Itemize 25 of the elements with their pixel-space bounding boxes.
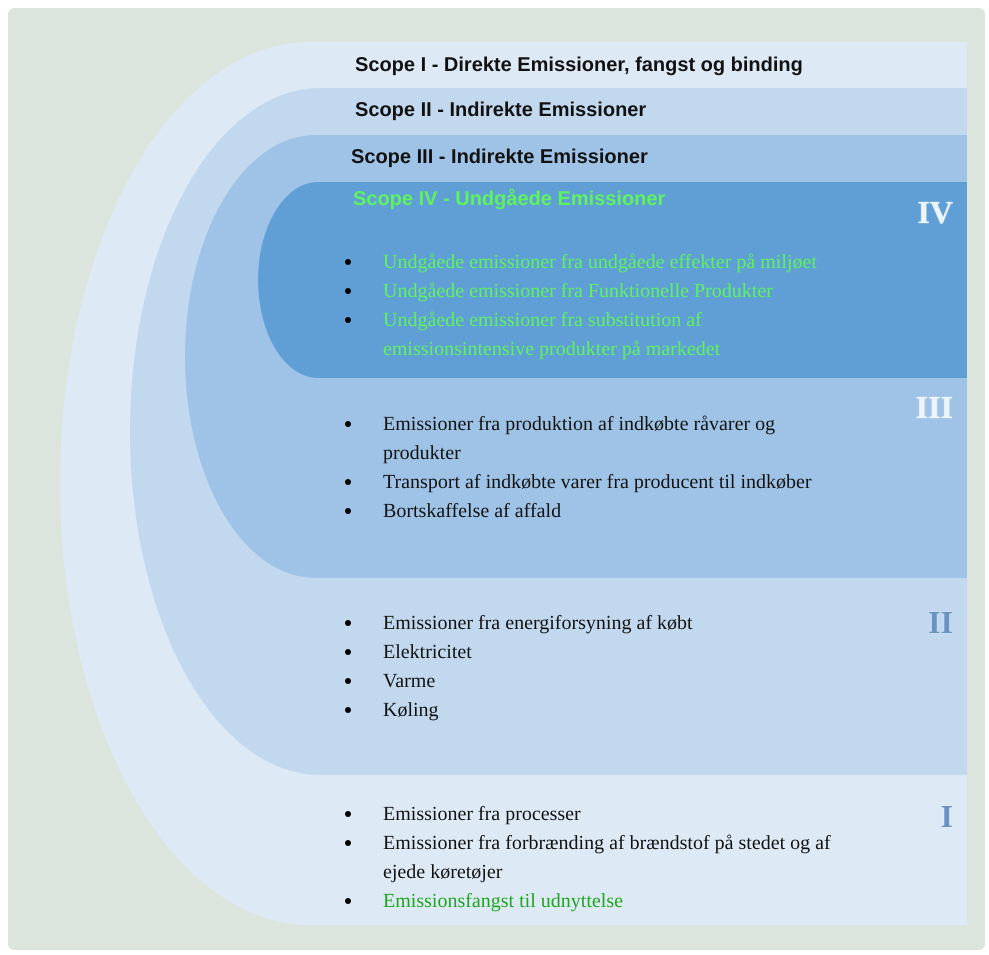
bullet-item: Emissioner fra produktion af indkøbte råvarer og produkter — [383, 412, 776, 466]
scope-heading: Scope II - Indirekte Emissioner — [355, 99, 646, 122]
bullet-item: Undgåede emissioner fra undgåede effekter på miljøet — [383, 250, 817, 275]
bullet-item: Emissionsfangst til udnyttelse — [383, 889, 623, 914]
scope-numeral: III — [916, 389, 953, 426]
bullet-item: Emissioner fra forbrænding af brændstof på stedet og af ejede køretøjer — [383, 831, 832, 885]
bullet-item: Transport af indkøbte varer fra producent til indkøber — [383, 470, 812, 495]
scope-numeral: II — [928, 604, 953, 641]
scope-heading: Scope IV - Undgåede Emissioner — [353, 188, 666, 211]
scope-band — [185, 135, 967, 578]
bullet-item: Emissioner fra energiforsyning af købt — [383, 611, 693, 636]
scope-numeral: IV — [917, 194, 953, 231]
bullet-item: Undgåede emissioner fra substitution af emissionsintensive produkter på markedet — [383, 308, 722, 362]
scope-heading: Scope I - Direkte Emissioner, fangst og binding — [355, 54, 803, 77]
scope-heading: Scope III - Indirekte Emissioner — [351, 146, 648, 169]
scope-band — [60, 42, 967, 925]
bullet-item: Køling — [383, 698, 439, 723]
bullet-item: Emissioner fra processer — [383, 802, 581, 827]
scope-band — [258, 182, 967, 378]
scope-numeral: I — [940, 798, 953, 835]
bullet-item: Varme — [383, 669, 436, 694]
scope-band — [130, 88, 967, 775]
bullet-item: Undgåede emissioner fra Funktionelle Produkter — [383, 279, 773, 304]
bullet-item: Bortskaffelse af affald — [383, 499, 562, 524]
bullet-item: Elektricitet — [383, 640, 472, 665]
